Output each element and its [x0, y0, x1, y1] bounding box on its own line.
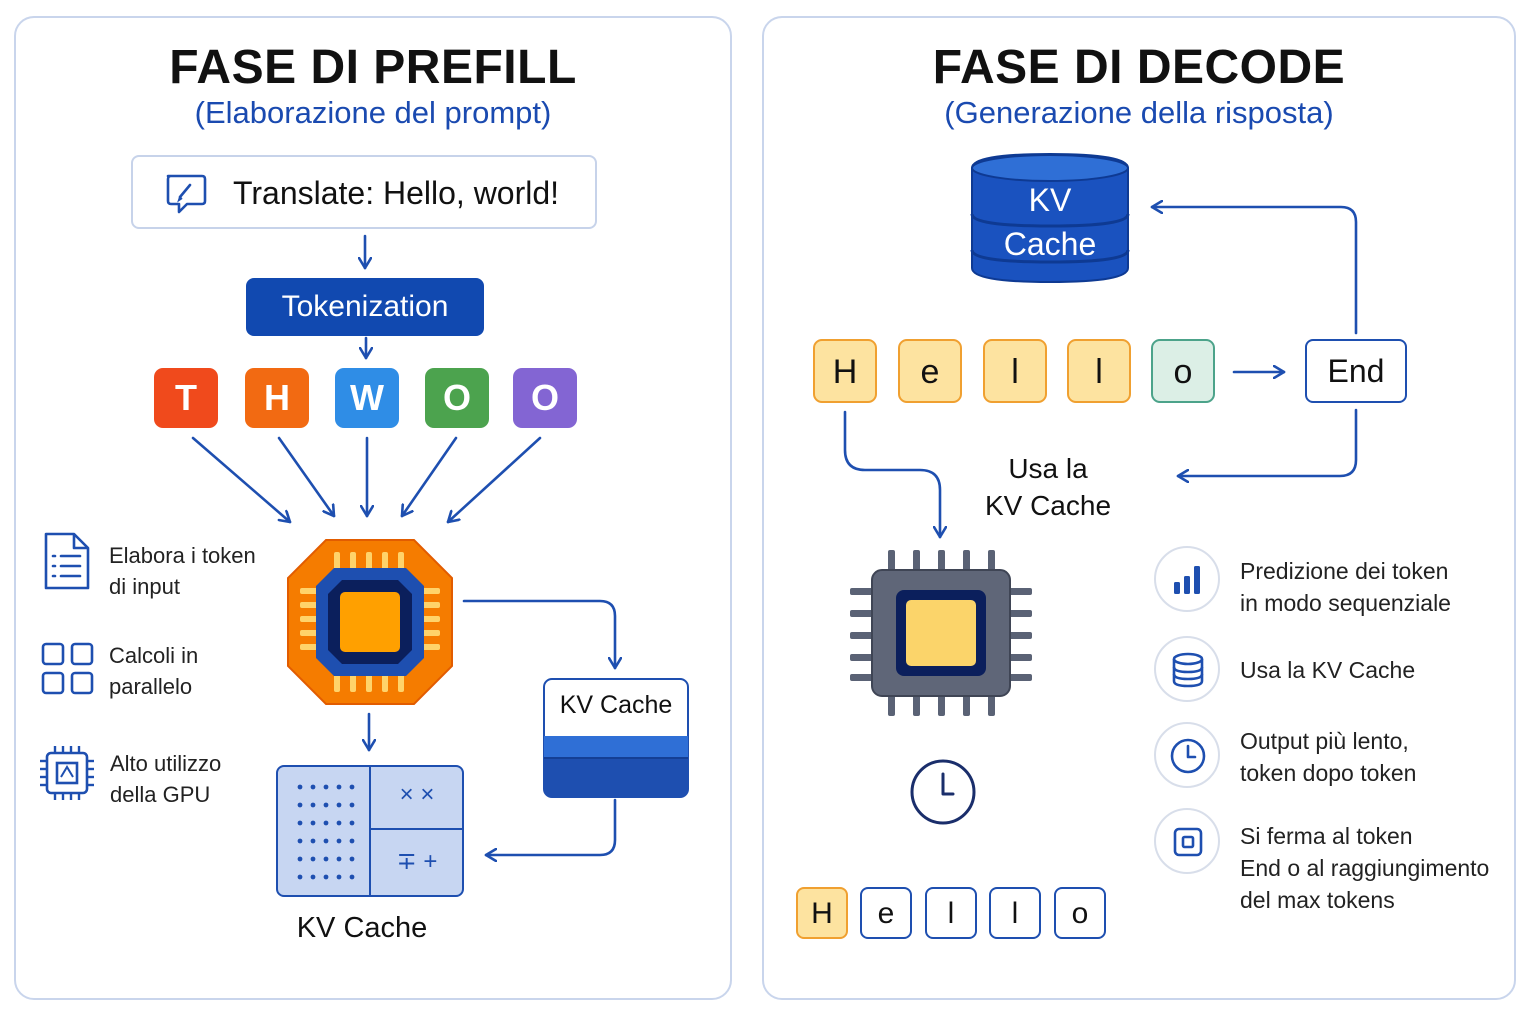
arrow-token-o2 — [446, 436, 542, 524]
clock-icon — [909, 758, 977, 831]
output-token: H — [796, 887, 848, 939]
feature-icon-circle-3 — [1154, 722, 1220, 788]
feature-input-tokens: Elabora i token di input — [109, 543, 256, 599]
generated-token: o — [1151, 339, 1215, 403]
kv-cache-label: KV Cache — [296, 912, 428, 944]
input-token: O — [425, 368, 489, 428]
feature-icon-circle-1 — [1154, 546, 1220, 612]
chat-edit-icon — [163, 171, 207, 220]
decode-title: FASE DI DECODE — [932, 41, 1346, 94]
prefill-title: FASE DI PREFILL — [169, 41, 577, 94]
kv-cache-database-line2: Cache — [1003, 226, 1097, 262]
arrow-chip-to-kvcache — [462, 599, 615, 670]
grid-squares-icon — [41, 642, 95, 701]
usa-kv-cache-label: Usa la KV Cache — [984, 453, 1112, 521]
decode-panel — [762, 16, 1516, 1000]
kv-cache-database: KV Cache — [970, 152, 1130, 284]
prefill-subtitle: (Elaborazione del prompt) — [194, 95, 552, 130]
feature-uses-kv-cache: Usa la KV Cache — [1240, 657, 1416, 683]
gpu-chip-icon — [37, 743, 97, 808]
input-token: W — [335, 368, 399, 428]
feature-icon-circle-4 — [1154, 808, 1220, 874]
tokenization-box: Tokenization — [246, 278, 484, 336]
output-token: l — [925, 887, 977, 939]
clock-icon — [1170, 738, 1206, 774]
arrow-token-t — [191, 436, 292, 524]
add-ops: ∓ + — [396, 848, 438, 875]
arrow-end-to-kvcache — [1150, 207, 1358, 335]
kv-cache-store-label: KV Cache — [559, 691, 673, 719]
decode-processor-chip-icon — [848, 548, 1034, 723]
arrow-kvcache-to-grid — [484, 798, 617, 855]
kv-cache-store: KV Cache — [543, 678, 689, 798]
generated-token: l — [983, 339, 1047, 403]
prompt-box: Translate: Hello, world! — [131, 155, 597, 229]
end-token: End — [1305, 339, 1407, 403]
feature-sequential: Predizione dei token in modo sequenziale — [1240, 558, 1451, 616]
feature-gpu-usage: Alto utilizzo della GPU — [110, 751, 222, 807]
feature-parallel: Calcoli in parallelo — [109, 643, 199, 699]
generated-token: H — [813, 339, 877, 403]
output-token: e — [860, 887, 912, 939]
output-token: l — [989, 887, 1041, 939]
stop-square-icon — [1173, 827, 1203, 857]
database-icon — [1172, 652, 1204, 688]
input-token: O — [513, 368, 577, 428]
feature-icon-circle-2 — [1154, 636, 1220, 702]
generated-token: e — [898, 339, 962, 403]
processor-chip-icon — [286, 538, 454, 711]
kv-cache-database-line1: KV — [1028, 182, 1072, 218]
kv-cache-matrix: × × ∓ + — [276, 765, 464, 897]
decode-subtitle: (Generazione della risposta) — [944, 95, 1334, 130]
document-list-icon — [42, 530, 92, 597]
generated-token: l — [1067, 339, 1131, 403]
arrow-tokens-to-chip — [843, 410, 940, 539]
bar-chart-icon — [1174, 566, 1200, 594]
prompt-text: Translate: Hello, world! — [233, 175, 560, 211]
arrow-token-h — [277, 436, 336, 518]
input-token: H — [245, 368, 309, 428]
input-token: T — [154, 368, 218, 428]
arrow-token-o1 — [400, 436, 458, 518]
arrow-end-to-usa-kv — [1176, 408, 1358, 476]
feature-stop-condition: Si ferma al token End o al raggiungiment… — [1240, 823, 1490, 913]
output-token: o — [1054, 887, 1106, 939]
feature-slower-output: Output più lento, token dopo token — [1240, 728, 1417, 786]
multiply-ops: × × — [399, 781, 435, 808]
